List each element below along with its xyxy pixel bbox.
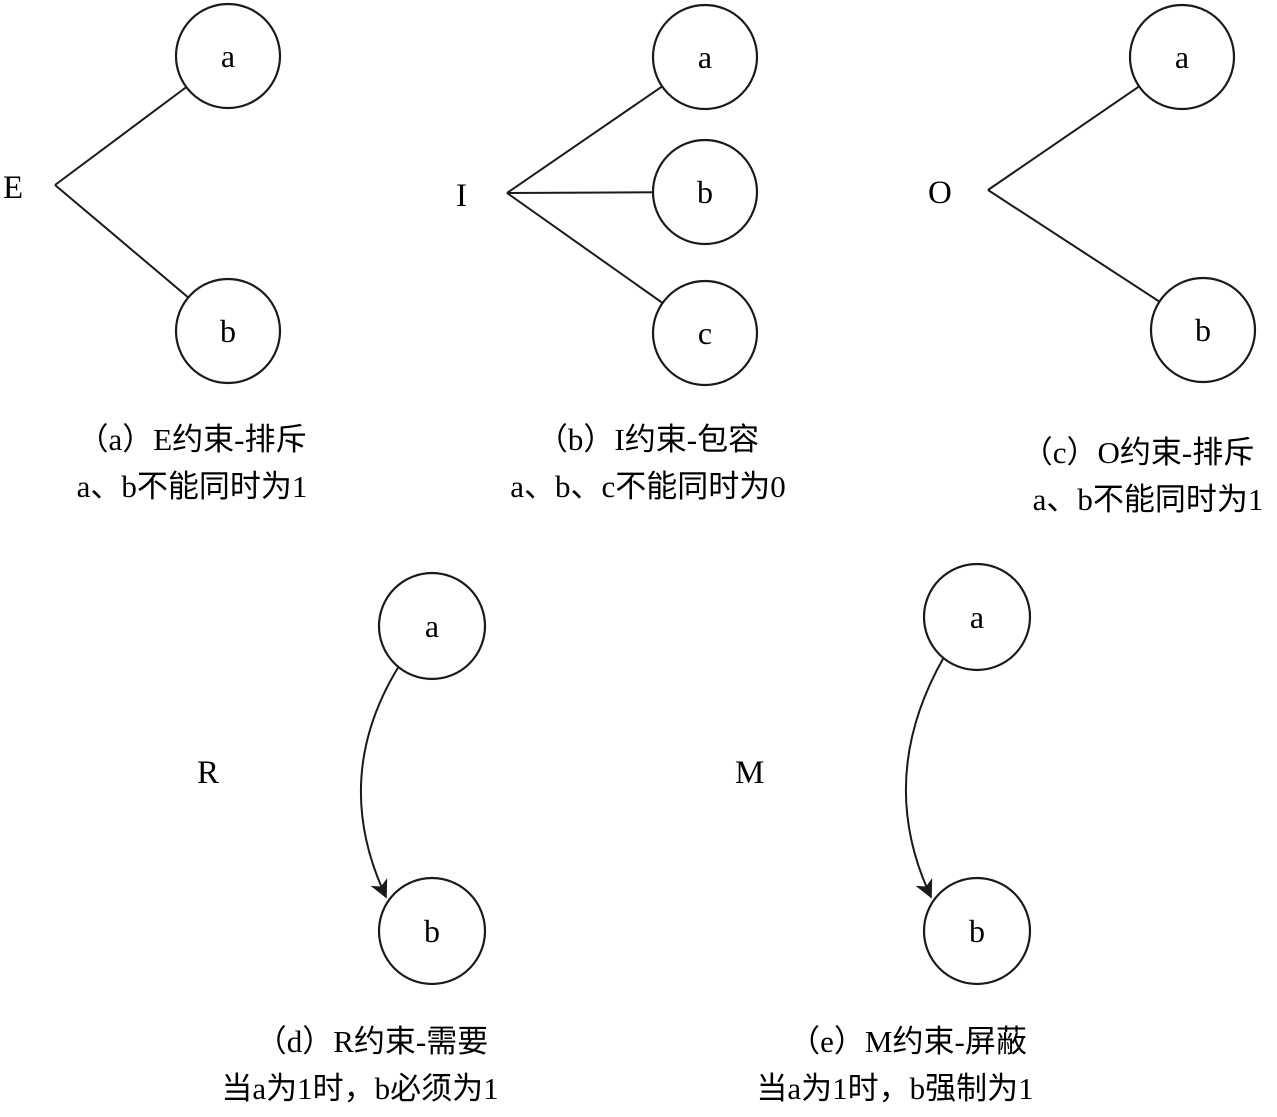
node-label-a: a	[221, 38, 235, 74]
node-label-b: b	[220, 313, 236, 349]
diagram-c-caption-line2: a、b不能同时为1	[1033, 482, 1264, 517]
node-circle-b	[651, 138, 759, 246]
diagram-d-caption-line2: 当a为1时，b必须为1	[221, 1071, 498, 1106]
diagram-c-label: O	[928, 175, 952, 211]
diagram-e-label: M	[735, 755, 764, 791]
diagram-d: R a b （d）R约束-需要 当a为1时，b必须为1	[197, 571, 499, 1106]
node-circle-a	[1128, 3, 1236, 111]
node-circle-a	[174, 2, 282, 110]
node-circle-a	[922, 562, 1032, 672]
node-circle-b	[377, 876, 487, 986]
node-label-a: a	[1175, 39, 1189, 75]
node-label-b: b	[697, 174, 713, 210]
node-label-c: c	[698, 315, 712, 351]
node-label-b: b	[1195, 312, 1211, 348]
diagram-a-label: E	[3, 170, 23, 206]
diagram-b-caption-line2: a、b、c不能同时为0	[510, 469, 786, 504]
node-circle-a	[377, 571, 487, 681]
diagram-e-caption-line1: （e）M约束-屏蔽	[789, 1024, 1027, 1059]
diagram-c: O a b （c）O约束-排斥 a、b不能同时为1	[928, 3, 1264, 517]
diagram-b: I a b c （b）I约束-包容 a、b、c不能同时为0	[456, 3, 786, 504]
diagram-b-caption-line1: （b）I约束-包容	[537, 422, 759, 457]
diagram-a-caption-line1: （a）E约束-排斥	[77, 422, 306, 457]
require-arrow	[359, 665, 400, 899]
diagram-e-caption-line2: 当a为1时，b强制为1	[756, 1071, 1033, 1106]
diagram-e: M a b （e）M约束-屏蔽 当a为1时，b强制为1	[735, 562, 1034, 1106]
node-circle-b	[922, 876, 1032, 986]
node-circle-b	[174, 277, 282, 385]
diagram-d-caption-line1: （d）R约束-需要	[256, 1024, 489, 1059]
mask-arrow	[904, 656, 945, 899]
node-circle-a	[651, 3, 759, 111]
node-label-a: a	[425, 608, 439, 644]
diagram-c-caption-line1: （c）O约束-排斥	[1022, 435, 1254, 470]
node-label-a: a	[698, 39, 712, 75]
node-label-b: b	[969, 913, 985, 949]
node-circle-c	[651, 279, 759, 387]
node-circle-b	[1149, 276, 1257, 384]
diagram-b-label: I	[456, 178, 467, 214]
diagram-d-label: R	[197, 755, 219, 791]
node-label-b: b	[424, 913, 440, 949]
node-label-a: a	[970, 599, 984, 635]
diagram-a-caption-line2: a、b不能同时为1	[77, 469, 308, 504]
diagram-a: E a b （a）E约束-排斥 a、b不能同时为1	[3, 2, 308, 504]
